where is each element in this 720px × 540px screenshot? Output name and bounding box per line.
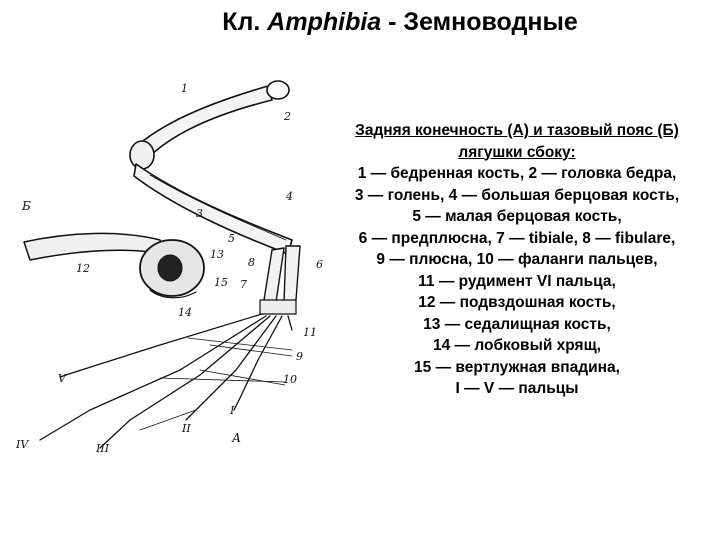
caption-line: 9 — плюсна, 10 — фаланги пальцев, — [376, 251, 658, 268]
title-prefix: Кл. — [222, 8, 268, 36]
caption-heading-1: Задняя конечность (А) и тазовый пояс (Б) — [355, 122, 679, 139]
figure-caption: Задняя конечность (А) и тазовый пояс (Б)… — [322, 120, 712, 400]
caption-line: 12 — подвздошная кость, — [418, 294, 616, 311]
caption-line: 14 — лобковый хрящ, — [433, 337, 601, 354]
caption-line: 13 — седалищная кость, — [423, 315, 611, 333]
label-6: 6 — [316, 258, 323, 271]
label-15: 15 — [214, 276, 228, 289]
label-4: 4 — [285, 190, 293, 203]
label-11: 11 — [303, 326, 317, 339]
fibulare-bone — [263, 247, 285, 303]
caption-line: 5 — малая берцовая кость, — [412, 208, 622, 225]
label-13: 13 — [210, 248, 224, 261]
label-digit-5: V — [58, 372, 67, 385]
femur-head — [266, 80, 290, 100]
caption-heading-2: лягушки сбоку: — [458, 143, 576, 161]
tibiale-bone — [283, 245, 301, 303]
caption-line: I — V — пальцы — [455, 380, 579, 397]
knee-joint — [129, 140, 155, 170]
label-2: 2 — [283, 110, 291, 123]
caption-line: 11 — рудимент VI пальца, — [418, 272, 616, 290]
page-title: Кл. Amphibia - Земноводные — [0, 8, 720, 37]
caption-line: 3 — голень, 4 — большая берцовая кость, — [354, 186, 680, 204]
label-10: 10 — [283, 373, 297, 386]
label-1: 1 — [181, 82, 188, 95]
label-9: 9 — [296, 350, 303, 363]
label-12: 12 — [76, 262, 90, 275]
caption-line: 1 — бедренная кость, 2 — головка бедра, — [357, 165, 677, 182]
label-14: 14 — [178, 306, 192, 319]
tarsal-bones — [259, 299, 297, 315]
label-3: 3 — [196, 207, 203, 220]
femur-bone — [137, 85, 273, 159]
caption-line: 15 — вертлужная впадина, — [414, 358, 620, 376]
frog-hindlimb-drawing: 1 2 3 4 5 6 7 8 9 10 11 12 13 14 15 Б А … — [15, 80, 323, 455]
label-digit-1: I — [229, 404, 235, 417]
title-latin: Amphibia — [267, 8, 382, 36]
label-b: Б — [21, 199, 31, 213]
label-a: А — [231, 431, 241, 445]
label-8: 8 — [248, 256, 255, 269]
caption-line: 6 — предплюсна, 7 — tibiale, 8 — fibular… — [358, 229, 676, 247]
title-suffix: - Земноводные — [381, 8, 578, 36]
label-digit-3: III — [95, 442, 110, 455]
label-digit-4: IV — [15, 438, 29, 451]
label-5: 5 — [228, 232, 235, 245]
label-digit-2: II — [181, 422, 191, 435]
label-7: 7 — [240, 278, 247, 291]
